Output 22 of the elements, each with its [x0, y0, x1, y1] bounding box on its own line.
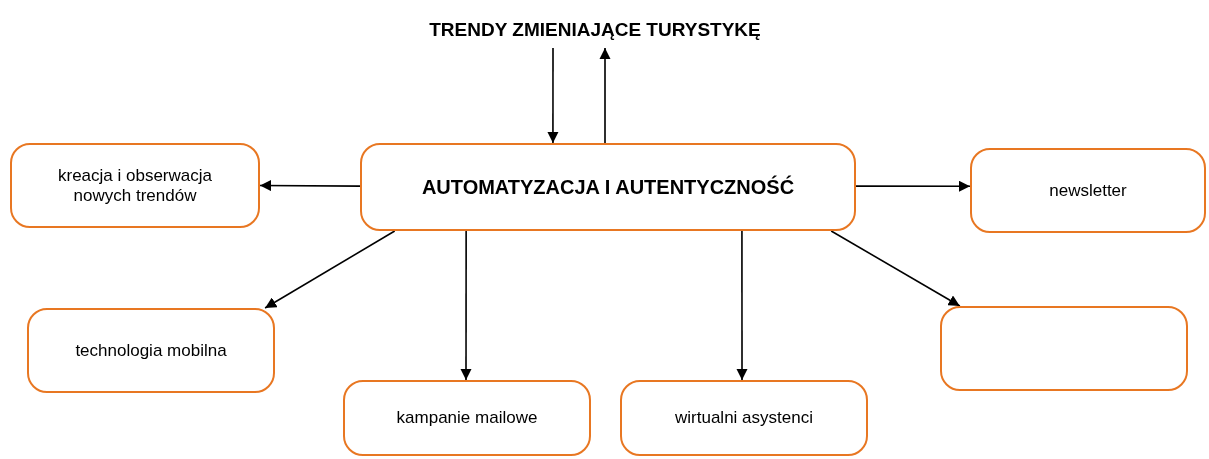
- arrow: [736, 230, 748, 381]
- arrow: [855, 180, 971, 192]
- arrow: [830, 230, 961, 307]
- process-box: [970, 148, 1206, 233]
- process-box: [10, 143, 260, 228]
- empty-box: [940, 306, 1188, 391]
- arrow: [460, 230, 472, 381]
- title-text: TRENDY ZMIENIAJĄCE TURYSTYKĘ: [395, 12, 795, 48]
- arrow: [264, 230, 396, 309]
- process-box: [27, 308, 275, 393]
- box-label: kreacja i obserwacja nowych trendów: [57, 165, 213, 206]
- process-box: [360, 143, 856, 231]
- box-label: AUTOMATYZACJA I AUTENTYCZNOŚĆ: [420, 175, 796, 199]
- box-label: technologia mobilna: [74, 340, 228, 361]
- arrow: [547, 47, 559, 144]
- arrow: [599, 47, 611, 144]
- box-label: kampanie mailowe: [395, 408, 539, 428]
- process-box: [620, 380, 868, 456]
- arrow: [259, 179, 361, 192]
- box-label: newsletter: [1048, 180, 1128, 201]
- box-label: wirtualni asystenci: [674, 408, 814, 428]
- process-box: [343, 380, 591, 456]
